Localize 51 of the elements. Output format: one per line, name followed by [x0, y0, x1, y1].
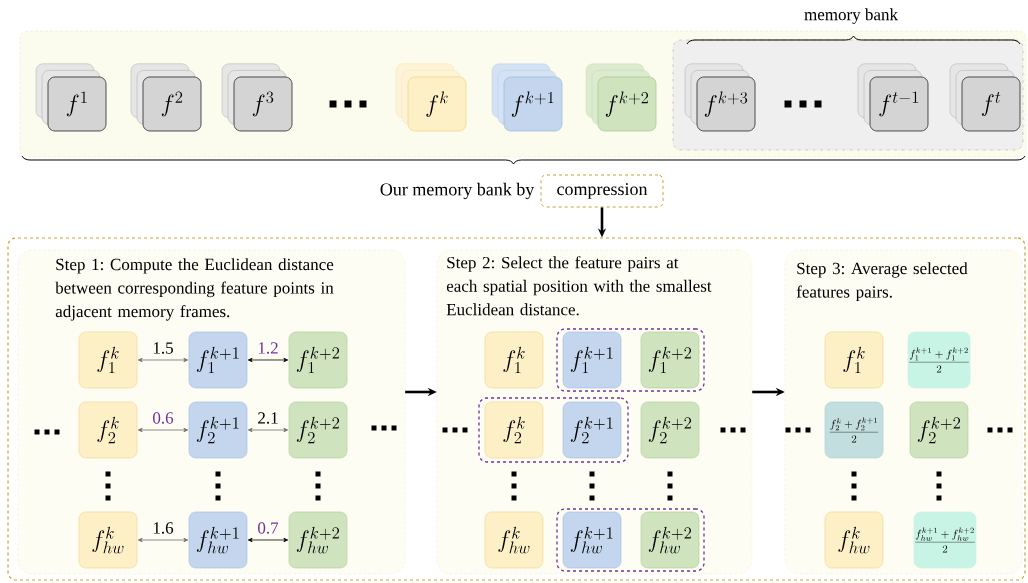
arrow [247, 537, 289, 543]
arrow [137, 427, 189, 433]
selected-pair-box [478, 397, 629, 463]
feature-box: $f_{2}^{k}$ [78, 401, 138, 459]
feature-box: $f_{hw}^{k+2}$ [288, 511, 348, 569]
feature-box: $f_{2}^{k+2}$ [288, 401, 348, 459]
frame-stack: $f^{1}$ [35, 63, 107, 132]
averaged-feature-box: $\frac{f_{hw}^{k+1}+f_{hw}^{k+2}}{2}$ [913, 511, 977, 569]
feature-box: $f_{1}^{k+1}$ [188, 331, 248, 389]
feature-box: $f_{2}^{k+2}$ [909, 401, 969, 459]
arrow [247, 427, 289, 433]
feature-box: $f_{1}^{k+2}$ [640, 331, 700, 389]
arrow [137, 357, 189, 363]
feature-box: $f_{1}^{k}$ [78, 331, 138, 389]
feature-box: $f_{1}^{k+2}$ [288, 331, 348, 389]
arrow [137, 537, 189, 543]
frame-stack: $f^{3}$ [221, 63, 293, 132]
averaged-feature-box: $\frac{f_{1}^{k+1}+f_{1}^{k+2}}{2}$ [907, 331, 971, 389]
averaged-feature-box: $\frac{f_{2}^{k}+f_{2}^{k+1}}{2}$ [824, 401, 884, 459]
edge-label: 0.7 [256, 521, 280, 535]
edge-label: 1.6 [151, 521, 175, 535]
compression-box: compression [540, 174, 664, 208]
feature-box: $f_{hw}^{k}$ [824, 511, 884, 569]
selected-pair-box [556, 328, 705, 392]
caption-text: Our memory bank by [380, 182, 535, 200]
feature-box: $f_{2}^{k}$ [484, 401, 544, 459]
frame-stack: $f^{k+1}$ [491, 63, 563, 132]
feature-box: $f_{hw}^{k}$ [484, 511, 544, 569]
feature-box: $f_{1}^{k}$ [484, 331, 544, 389]
arrow [247, 357, 289, 363]
edge-label: 1.5 [151, 341, 175, 355]
edge-label: 2.1 [256, 411, 280, 425]
feature-box: $f_{2}^{k+1}$ [188, 401, 248, 459]
frame-stack: $f^{t}$ [949, 63, 1021, 132]
feature-box: $f_{2}^{k+1}$ [562, 401, 622, 459]
feature-box: $f_{1}^{k+1}$ [562, 331, 622, 389]
frame-stack: $f^{2}$ [130, 63, 202, 132]
feature-box: $f_{hw}^{k+1}$ [188, 511, 248, 569]
frame-stack: $f^{k+3}$ [684, 63, 756, 132]
feature-box: $f_{1}^{k}$ [824, 331, 884, 389]
feature-box: $f_{hw}^{k+1}$ [562, 511, 622, 569]
frame-stack: $f^{k+2}$ [585, 63, 657, 132]
edge-label: 1.2 [256, 341, 280, 355]
selected-pair-box [556, 508, 705, 572]
feature-box: $f_{hw}^{k}$ [78, 511, 138, 569]
frame-stack: $f^{t-1}$ [857, 63, 929, 132]
edge-label: 0.6 [151, 411, 175, 425]
frame-stack: $f^{k}$ [395, 63, 467, 132]
feature-box: $f_{hw}^{k+2}$ [640, 511, 700, 569]
feature-box: $f_{2}^{k+2}$ [640, 401, 700, 459]
group-heading: memory bank [804, 8, 898, 24]
